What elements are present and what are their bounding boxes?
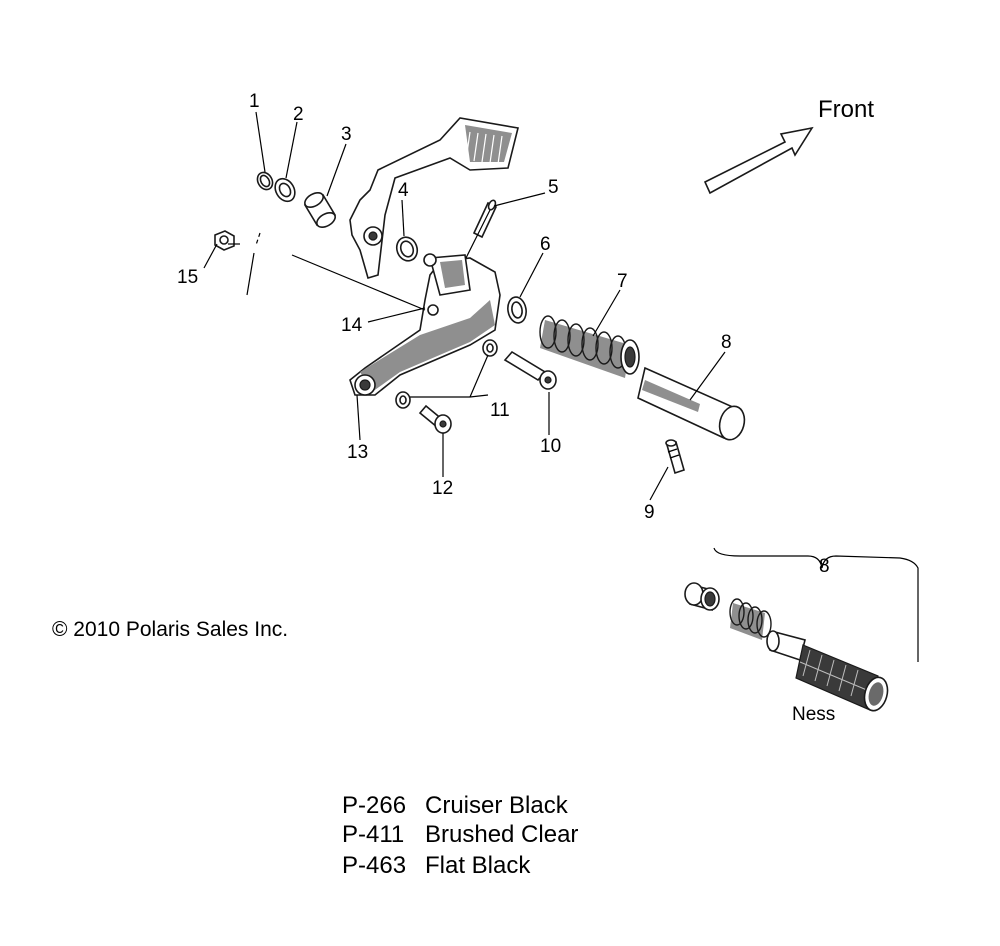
washer-large-part xyxy=(507,296,527,324)
snap-ring-part xyxy=(256,171,274,191)
callout-15: 15 xyxy=(177,267,198,288)
callout-4: 4 xyxy=(398,180,409,201)
spring-part xyxy=(539,315,640,378)
leader-lines xyxy=(203,111,726,501)
nut-part xyxy=(214,230,235,251)
callout-5: 5 xyxy=(548,177,559,198)
bolt-long-part xyxy=(503,350,557,390)
callout-10: 10 xyxy=(540,436,561,457)
finish-code-2: P-411 xyxy=(342,821,404,848)
ness-inset: 8 xyxy=(684,547,919,725)
callout-14: 14 xyxy=(341,315,363,336)
bolt-short-part xyxy=(418,404,452,434)
front-arrow: Front xyxy=(703,96,874,195)
front-label: Front xyxy=(818,96,874,123)
small-washers-part xyxy=(395,339,498,409)
callout-3: 3 xyxy=(341,124,352,145)
inset-sleeve-part xyxy=(684,582,720,612)
finish-code-3: P-463 xyxy=(342,852,406,879)
bushing-part xyxy=(303,191,337,229)
peg-shaft-part xyxy=(637,366,746,441)
copyright-text: © 2010 Polaris Sales Inc. xyxy=(52,618,288,641)
mount-bracket-part xyxy=(349,253,501,396)
callout-8: 8 xyxy=(721,332,732,353)
ness-label: Ness xyxy=(792,704,835,725)
inset-ness-peg-part xyxy=(766,630,889,712)
o-ring-part xyxy=(395,236,419,262)
callout-11: 11 xyxy=(490,400,510,421)
inset-spring-part xyxy=(729,598,772,640)
callout-6: 6 xyxy=(540,234,551,255)
finish-name-3: Flat Black xyxy=(425,852,531,879)
callout-2: 2 xyxy=(293,104,304,125)
callout-7: 7 xyxy=(617,271,628,292)
shift-lever-part xyxy=(349,117,519,279)
finish-code-1: P-266 xyxy=(342,792,406,819)
finish-name-1: Cruiser Black xyxy=(425,792,569,819)
finish-codes-list: P-266 Cruiser Black P-411 Brushed Clear … xyxy=(342,792,578,879)
callout-9: 9 xyxy=(644,502,655,523)
callout-13: 13 xyxy=(347,442,368,463)
finish-name-2: Brushed Clear xyxy=(425,821,578,848)
inset-callout-8: 8 xyxy=(819,556,830,577)
callout-12: 12 xyxy=(432,478,453,499)
set-screw-part xyxy=(665,439,685,475)
callout-1: 1 xyxy=(249,91,260,112)
callout-numbers: 1 2 3 4 5 6 7 8 9 10 11 12 13 14 15 xyxy=(177,91,732,523)
washer-part xyxy=(274,177,296,203)
